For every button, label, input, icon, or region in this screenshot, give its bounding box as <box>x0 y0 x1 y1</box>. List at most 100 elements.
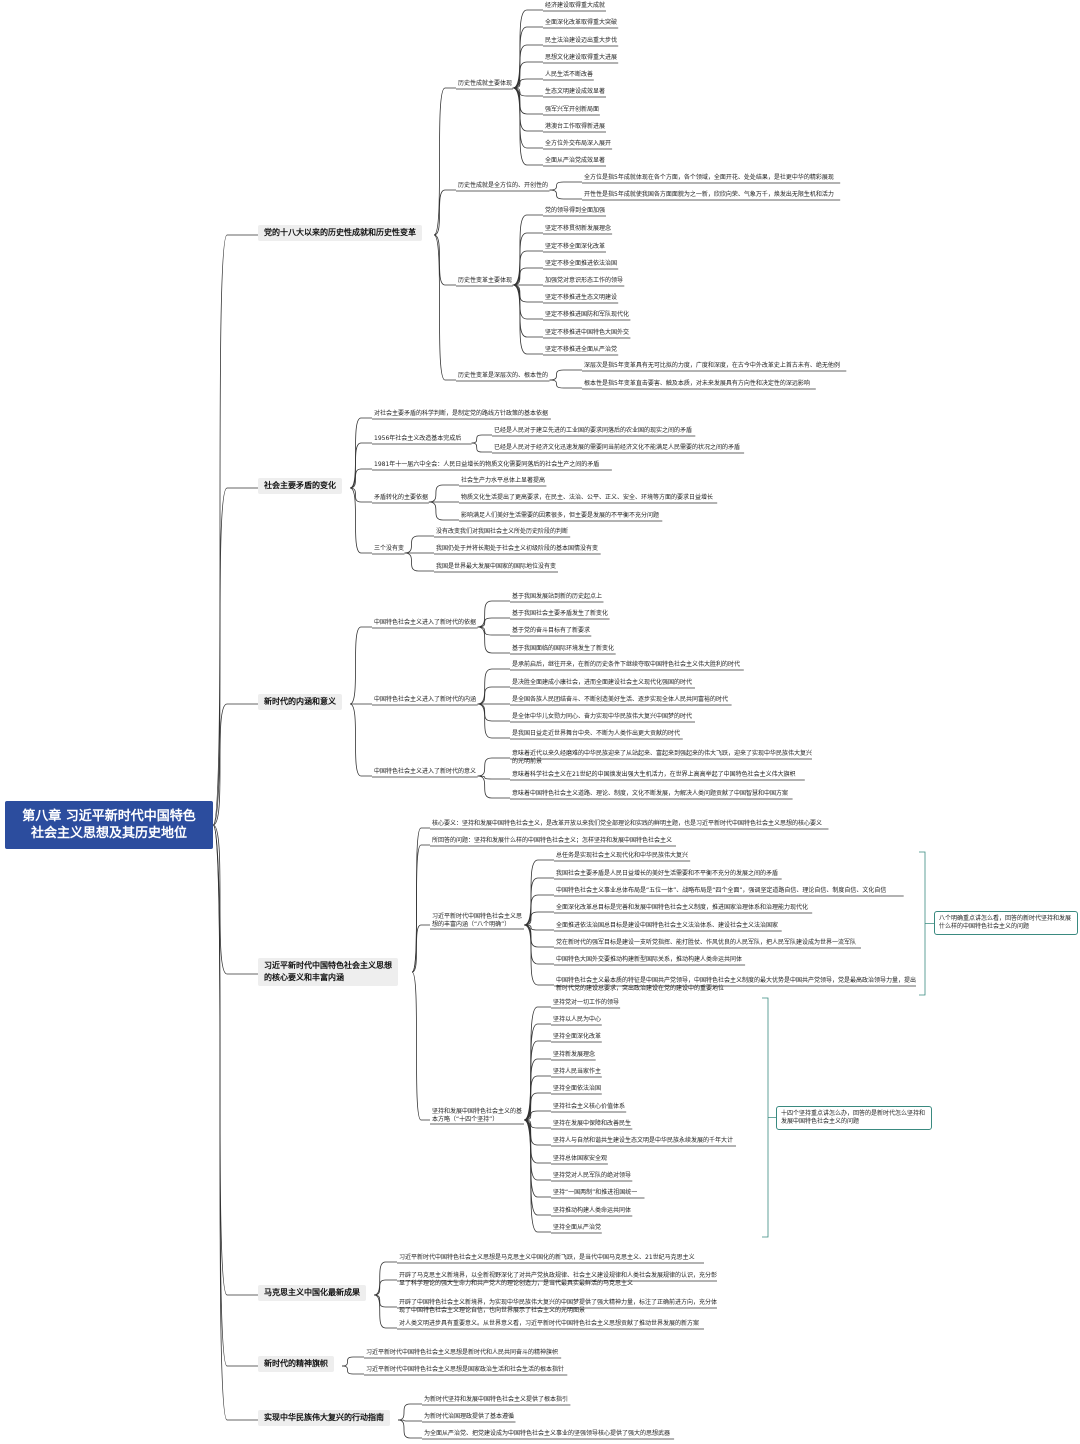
topic-node[interactable]: 为全面从严治党、把党建设成为中国特色社会主义事业的坚强领导核心提供了强大的思想武… <box>424 1430 671 1437</box>
subtopic-c[interactable]: 习近平新时代中国特色社会主义思想的丰富内涵（“八个明确”） <box>432 913 523 928</box>
subtopic-a[interactable]: 历史性成就主要体现 <box>458 80 513 87</box>
topic-node[interactable]: 我国社会主要矛盾是人民日益增长的美好生活需要和不平衡不充分的发展之间的矛盾 <box>556 870 779 877</box>
topic-node[interactable]: 习近平新时代中国特色社会主义思想是新时代和人民共同奋斗的精神旗帜 <box>366 1349 559 1356</box>
topic-node[interactable]: 影响满足人们美好生活需要的因素很多，但主要是发展的不平衡不充分问题 <box>461 512 660 519</box>
subtopic-c[interactable]: 历史性变革主要体现 <box>458 277 513 284</box>
topic-node[interactable]: 已经是人民对于经济文化迅速发展的需要同当前经济文化不能满足人民需要的状况之间的矛… <box>494 444 741 451</box>
topic-node[interactable]: 基于我国面临的国际环境发生了新变化 <box>512 645 615 652</box>
subtopic-d[interactable]: 坚持和发展中国特色社会主义的基本方略（“十四个坚持”） <box>432 1108 523 1123</box>
subtopic-c[interactable]: 1981年十一届六中全会：人民日益增长的物质文化需要同落后的社会生产之间的矛盾 <box>374 461 600 468</box>
topic-node[interactable]: 基于党的奋斗目标有了新要求 <box>512 627 591 634</box>
topic-node[interactable]: 坚持推动构建人类命运共同体 <box>553 1207 632 1214</box>
topic-node[interactable]: 坚持“一国两制”和推进祖国统一 <box>553 1189 638 1196</box>
section-2[interactable]: 社会主要矛盾的变化 <box>258 478 342 494</box>
topic-node[interactable]: 已经是人民对于建立先进的工业国的要求同落后的农业国的现实之间的矛盾 <box>494 427 693 434</box>
topic-node[interactable]: 民主法治建设迈出重大步伐 <box>545 37 618 44</box>
topic-node[interactable]: 坚定不移推进全面从严治党 <box>545 346 618 353</box>
topic-node[interactable]: 对人类文明进步具有重要意义。从世界意义看，习近平新时代中国特色社会主义思想贡献了… <box>399 1320 700 1327</box>
topic-node[interactable]: 习近平新时代中国特色社会主义思想是国家政治生活和社会生活的根本指针 <box>366 1366 565 1373</box>
topic-node[interactable]: 开辟了马克思主义新境界，以全新视野深化了对共产党执政规律、社会主义建设规律和人类… <box>399 1272 718 1287</box>
topic-node[interactable]: 习近平新时代中国特色社会主义思想是马克思主义中国化的新飞跃，是当代中国马克思主义… <box>399 1254 695 1261</box>
subtopic-a[interactable]: 中国特色社会主义进入了新时代的依据 <box>374 619 477 626</box>
topic-node[interactable]: 意味着科学社会主义在21世纪的中国焕发出强大生机活力，在世界上高高举起了中国特色… <box>512 771 796 778</box>
topic-node[interactable]: 中国特色社会主义事业总体布局是“五位一体”、战略布局是“四个全面”，强调坚定道路… <box>556 887 887 894</box>
topic-node[interactable]: 总任务是实现社会主义现代化和中华民族伟大复兴 <box>556 852 689 859</box>
topic-node[interactable]: 全面推进依法治国总目标是建设中国特色社会主义法治体系、建设社会主义法治国家 <box>556 922 779 929</box>
topic-node[interactable]: 坚持社会主义核心价值体系 <box>553 1103 626 1110</box>
topic-node[interactable]: 开性性是指5年成就使我国各方面面貌为之一新，欣欣向荣、气象万千，焕发出无限生机和… <box>584 191 834 198</box>
summary-note-eight[interactable]: 八个明确重点讲怎么看，回答的新时代坚持和发展什么样的中国特色社会主义的问题 <box>934 911 1078 935</box>
topic-node[interactable]: 没有改变我们对我国社会主义所处历史阶段的判断 <box>436 528 569 535</box>
subtopic-c[interactable]: 中国特色社会主义进入了新时代的意义 <box>374 768 477 775</box>
topic-node[interactable]: 坚定不移贯彻新发展理念 <box>545 225 612 232</box>
topic-node[interactable]: 坚持以人民为中心 <box>553 1016 602 1023</box>
topic-node[interactable]: 中国特色大国外交要推动构建新型国际关系，推动构建人类命运共同体 <box>556 956 743 963</box>
topic-node[interactable]: 为新时代坚持和发展中国特色社会主义提供了根本指引 <box>424 1396 569 1403</box>
topic-node[interactable]: 全方位是指5年成就体现在各个方面，各个领域，全面开花、处处结果，是社更中华的精彩… <box>584 174 834 181</box>
topic-node[interactable]: 意味着近代以来久经磨难的中华民族迎来了从站起来、富起来到强起来的伟大飞跃，迎来了… <box>512 750 813 765</box>
topic-node[interactable]: 党在新时代的强军目标是建设一支听党指挥、能打胜仗、作风优良的人民军队，把人民军队… <box>556 939 857 946</box>
topic-node[interactable]: 我国仍处于并将长期处于社会主义初级阶段的基本国情没有变 <box>436 545 599 552</box>
topic-node[interactable]: 思想文化建设取得重大进展 <box>545 54 618 61</box>
topic-node[interactable]: 坚持人民当家作主 <box>553 1068 602 1075</box>
topic-node[interactable]: 坚持人与自然和谐共生建设生态文明是中华民族永续发展的千年大计 <box>553 1137 734 1144</box>
topic-node[interactable]: 坚持党对人民军队的绝对领导 <box>553 1172 632 1179</box>
subtopic-a[interactable]: 对社会主要矛盾的科学判断，是制定党的路线方针政策的基本依据 <box>374 410 549 417</box>
topic-node[interactable]: 坚定不移推进生态文明建设 <box>545 294 618 301</box>
topic-node[interactable]: 坚持党对一切工作的领导 <box>553 999 620 1006</box>
topic-node[interactable]: 是决胜全面建成小康社会，进而全面建设社会主义现代化强国的时代 <box>512 679 693 686</box>
topic-node[interactable]: 党的领导得到全面加强 <box>545 207 606 214</box>
topic-node[interactable]: 经济建设取得重大成就 <box>545 2 606 9</box>
subtopic-a[interactable]: 核心要义：坚持和发展中国特色社会主义，是改革开放以来我们党全部理论和实践的鲜明主… <box>432 820 823 827</box>
topic-node[interactable]: 开辟了中国特色社会主义新境界，为实现中华民族伟大复兴的中国梦提供了强大精神力量，… <box>399 1299 718 1314</box>
section-1[interactable]: 党的十八大以来的历史性成就和历史性变革 <box>258 225 422 241</box>
topic-node[interactable]: 我国是世界最大发展中国家的国际地位没有变 <box>436 563 557 570</box>
topic-node[interactable]: 基于我国发展站到新的历史起点上 <box>512 593 603 600</box>
subtopic-e[interactable]: 三个没有变 <box>374 545 405 552</box>
topic-node[interactable]: 中国特色社会主义最本质的特征是中国共产党领导，中国特色社会主义制度的最大优势是中… <box>556 977 917 992</box>
topic-node[interactable]: 强军兴军开创新局面 <box>545 106 600 113</box>
topic-node[interactable]: 生态文明建设成效显著 <box>545 88 606 95</box>
subtopic-b[interactable]: 中国特色社会主义进入了新时代的内涵 <box>374 696 477 703</box>
topic-node[interactable]: 社会生产力水平总体上显著提高 <box>461 477 546 484</box>
topic-node[interactable]: 是承前启后，继往开来，在新的历史条件下继续夺取中国特色社会主义伟大胜利的时代 <box>512 661 741 668</box>
topic-node[interactable]: 坚持全面从严治党 <box>553 1224 602 1231</box>
topic-node[interactable]: 深层次是指5年变革具有无可比拟的力度，广度和深度，在古今中外改革史上首古未有、绝… <box>584 362 840 369</box>
topic-node[interactable]: 坚持新发展理念 <box>553 1051 596 1058</box>
topic-node[interactable]: 根本性是指5年变革直击要害、触及本质，对未来发展具有方向性和决定性的深远影响 <box>584 380 810 387</box>
topic-node[interactable]: 坚定不移推进中国特色大国外交 <box>545 329 630 336</box>
topic-node[interactable]: 全面从严治党成效显著 <box>545 157 606 164</box>
topic-node[interactable]: 基于我国社会主要矛盾发生了新变化 <box>512 610 609 617</box>
topic-node[interactable]: 港澳台工作取得新进展 <box>545 123 606 130</box>
topic-node[interactable]: 坚持全面依法治国 <box>553 1085 602 1092</box>
subtopic-d[interactable]: 矛盾转化的主要依据 <box>374 494 429 501</box>
topic-node[interactable]: 坚持在发展中保障和改善民生 <box>553 1120 632 1127</box>
section-5[interactable]: 马克思主义中国化最新成果 <box>258 1285 366 1301</box>
summary-note-fourteen[interactable]: 十四个坚持重点讲怎么办，回答的是新时代怎么坚持和发展中国特色社会主义的问题 <box>776 1106 932 1130</box>
topic-node[interactable]: 坚定不移全面推进依法治国 <box>545 260 618 267</box>
topic-node[interactable]: 坚定不移推进国防和军队现代化 <box>545 311 630 318</box>
topic-node[interactable]: 是全体中华儿女勠力同心、奋力实现中华民族伟大复兴中国梦的时代 <box>512 713 693 720</box>
topic-node[interactable]: 为新时代治国理政提供了基本遵循 <box>424 1413 515 1420</box>
section-6[interactable]: 新时代的精神旗帜 <box>258 1356 334 1372</box>
subtopic-b[interactable]: 所回答的问题：坚持和发展什么样的中国特色社会主义；怎样坚持和发展中国特色社会主义 <box>432 837 673 844</box>
topic-node[interactable]: 人民生活不断改善 <box>545 71 594 78</box>
topic-node[interactable]: 意味着中国特色社会主义道路、理论、制度，文化不断发展，为解决人类问题贡献了中国智… <box>512 790 789 797</box>
topic-node[interactable]: 全方位外交布局深入展开 <box>545 140 612 147</box>
topic-node[interactable]: 加强党对意识形态工作的领导 <box>545 277 624 284</box>
topic-node[interactable]: 是我国日益走近世界舞台中央、不断为人类作出更大贡献的时代 <box>512 730 681 737</box>
topic-node[interactable]: 物质文化生活提出了更高要求，在民主、法治、公平、正义、安全、环境等方面的要求日益… <box>461 494 714 501</box>
topic-node[interactable]: 坚持总体国家安全观 <box>553 1155 608 1162</box>
topic-node[interactable]: 全面深化改革取得重大突破 <box>545 19 618 26</box>
topic-node[interactable]: 是全国各族人民团结奋斗、不断创造美好生活、逐步实现全体人民共同富裕的时代 <box>512 696 729 703</box>
topic-node[interactable]: 坚持全面深化改革 <box>553 1033 602 1040</box>
central-topic[interactable]: 第八章 习近平新时代中国特色社会主义思想及其历史地位 <box>5 801 213 849</box>
subtopic-b[interactable]: 1956年社会主义改造基本完成后 <box>374 435 462 442</box>
section-7[interactable]: 实现中华民族伟大复兴的行动指南 <box>258 1410 390 1426</box>
subtopic-b[interactable]: 历史性成就是全方位的、开创性的 <box>458 182 549 189</box>
topic-node[interactable]: 全面深化改革总目标是完善和发展中国特色社会主义制度，推进国家治理体系和治理能力现… <box>556 904 809 911</box>
section-4[interactable]: 习近平新时代中国特色社会主义思想的核心要义和丰富内涵 <box>258 958 398 986</box>
section-3[interactable]: 新时代的内涵和意义 <box>258 694 342 710</box>
topic-node[interactable]: 坚定不移全面深化改革 <box>545 243 606 250</box>
subtopic-d[interactable]: 历史性变革是深层次的、根本性的 <box>458 372 549 379</box>
